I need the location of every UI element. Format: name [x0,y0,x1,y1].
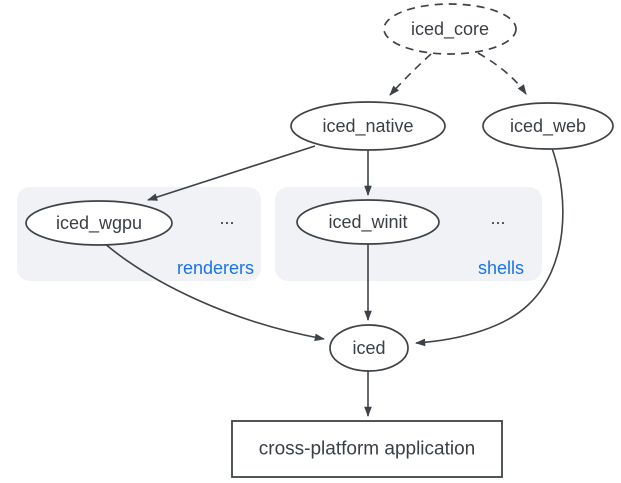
application-node [231,420,503,478]
iced-winit-label: iced_winit [328,212,407,233]
iced-core-label: iced_core [411,19,489,40]
renderers-ellipsis: ... [219,208,234,228]
iced-native-node [290,101,446,151]
iced-wgpu-node [25,200,173,246]
edge-iced-native-to-iced-wgpu [147,145,316,201]
edge-iced-core-to-iced-native [389,53,432,96]
iced-wgpu-label: iced_wgpu [56,213,142,234]
iced-node [329,324,409,372]
renderers-group-label: renderers [177,258,254,278]
iced-web-label: iced_web [510,116,586,137]
edge-iced-wgpu-to-iced [103,242,325,342]
iced-native-label: iced_native [322,116,413,137]
shells-group-label: shells [478,258,524,278]
iced-web-node [482,102,614,150]
iced-label: iced [352,338,385,358]
edge-iced-web-to-iced [415,147,564,347]
shells-ellipsis: ... [490,208,505,228]
iced-core-node [383,3,517,55]
application-label: cross-platform application [259,439,475,460]
iced-winit-node [296,199,440,245]
edge-iced-core-to-iced-web [477,52,527,95]
